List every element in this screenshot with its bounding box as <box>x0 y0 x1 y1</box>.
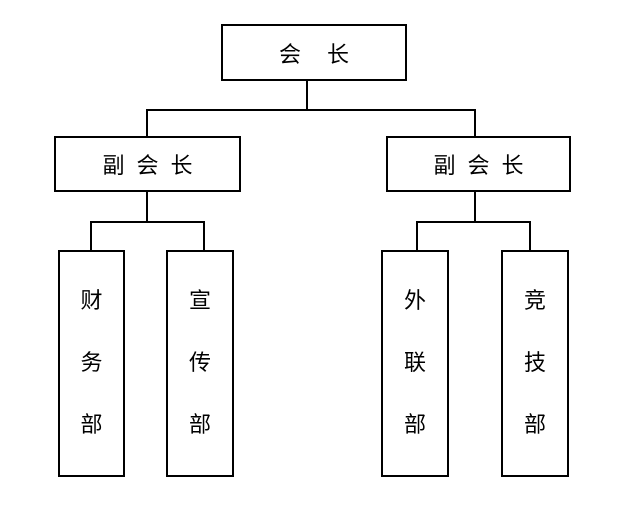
department-label-char: 部 <box>80 412 103 438</box>
department-label-char: 宣 <box>188 288 211 314</box>
department-node-competition: 竞 技 部 <box>501 250 569 477</box>
department-label-char: 部 <box>188 412 211 438</box>
department-label-char: 部 <box>403 412 426 438</box>
department-label-char: 外 <box>403 288 426 314</box>
president-label: 会长 <box>278 42 375 68</box>
department-label-char: 技 <box>523 350 546 376</box>
vice-president-label: 副会长 <box>102 154 205 179</box>
department-node-publicity: 宣 传 部 <box>166 250 234 477</box>
department-label-char: 竞 <box>523 288 546 314</box>
department-label-char: 务 <box>80 350 103 376</box>
department-node-finance: 财 务 部 <box>58 250 125 477</box>
vice-president-label: 副会长 <box>433 154 536 179</box>
department-label-char: 部 <box>523 412 546 438</box>
vice-president-node-left: 副会长 <box>54 136 241 192</box>
department-label-char: 联 <box>403 350 426 376</box>
president-node: 会长 <box>221 24 407 81</box>
department-label-char: 财 <box>80 288 103 314</box>
department-node-liaison: 外 联 部 <box>381 250 449 477</box>
vice-president-node-right: 副会长 <box>386 136 571 192</box>
department-label-char: 传 <box>188 350 211 376</box>
